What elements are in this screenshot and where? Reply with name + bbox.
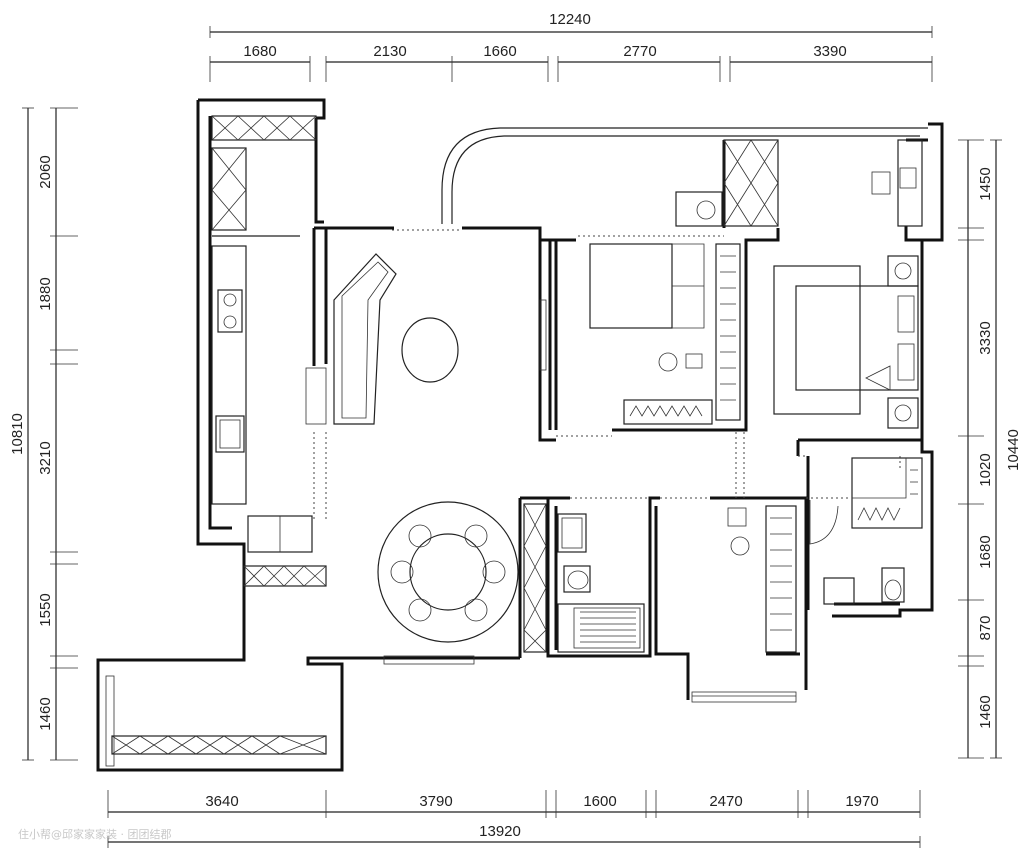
bottom-dim-4: 2470: [709, 793, 742, 810]
bathroom-fixtures: [523, 503, 645, 653]
dining-table: [377, 501, 519, 643]
secondary-bedroom-furniture: [589, 243, 741, 425]
bottom-dim-5: 1970: [845, 793, 878, 810]
kitchen-cabinets: [211, 115, 327, 587]
top-dim-2: 2130: [373, 43, 406, 60]
bottom-dim-2: 3790: [419, 793, 452, 810]
living-room-sofa: [333, 253, 397, 425]
left-dim-1: 2060: [37, 155, 54, 188]
top-dim-1: 1680: [243, 43, 276, 60]
right-dim-2: 3330: [977, 321, 994, 354]
top-dim-5: 3390: [813, 43, 846, 60]
right-dim-3: 1020: [977, 453, 994, 486]
bottom-total-label: 13920: [479, 823, 521, 840]
left-dim-5: 1460: [37, 697, 54, 730]
doors: [305, 299, 839, 545]
top-dim-3: 1660: [483, 43, 516, 60]
top-total-label: 12240: [549, 11, 591, 28]
openings: [230, 229, 901, 703]
watermark-text: 住小帮@邱家家家装 · 团团结郡: [18, 827, 172, 841]
right-dim-6: 1460: [977, 695, 994, 728]
left-dim-4: 1550: [37, 593, 54, 626]
master-bathroom-fixtures: [823, 457, 923, 605]
dimension-lines: [22, 26, 1002, 848]
right-dim-1: 1450: [977, 167, 994, 200]
bottom-dim-3: 1600: [583, 793, 616, 810]
right-dim-5: 870: [977, 615, 994, 640]
right-dim-4: 1680: [977, 535, 994, 568]
dimension-labels: 12240 1680 2130 1660 2770 3390 3640 3790…: [9, 11, 1022, 840]
balcony-storage: [105, 675, 327, 767]
bottom-dim-1: 3640: [205, 793, 238, 810]
right-total-label: 10440: [1005, 429, 1022, 471]
left-total-label: 10810: [9, 413, 26, 455]
left-dim-2: 1880: [37, 277, 54, 310]
third-bedroom-furniture: [727, 505, 797, 653]
coffee-table: [401, 317, 459, 383]
walls: [96, 98, 944, 772]
master-bedroom-furniture: [773, 255, 919, 429]
left-dim-3: 3210: [37, 441, 54, 474]
top-dim-4: 2770: [623, 43, 656, 60]
top-right-closet: [675, 139, 923, 227]
